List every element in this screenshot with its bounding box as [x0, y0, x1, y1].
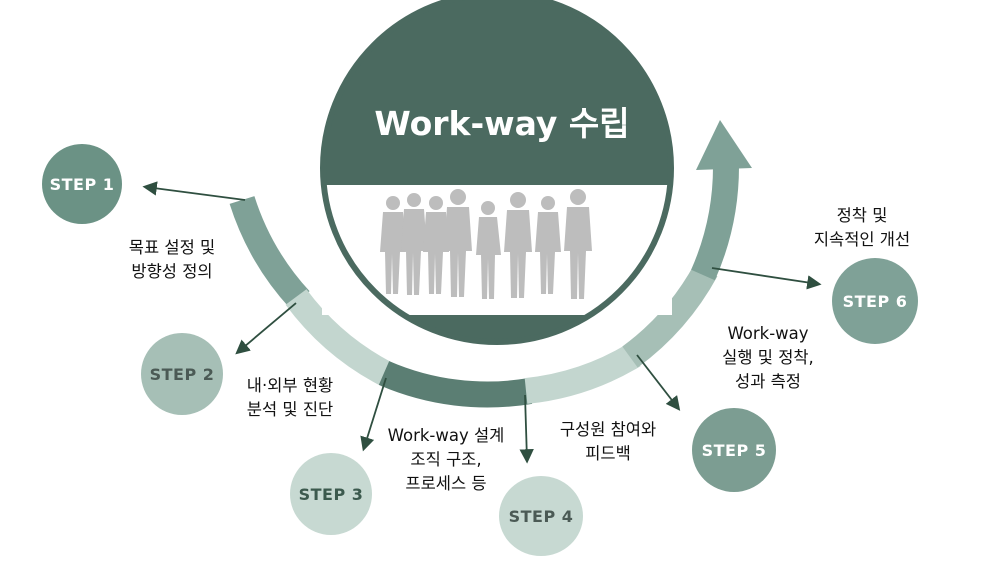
arrow-step-4: [519, 394, 534, 464]
step-4-label: STEP 4: [508, 506, 574, 526]
step-2-description: 내·외부 현황 분석 및 진단: [246, 376, 334, 419]
step-5-label: STEP 5: [701, 440, 767, 460]
step-1-label: STEP 1: [49, 174, 115, 194]
step-2-label: STEP 2: [149, 364, 215, 384]
step-3-circle: STEP 3: [290, 453, 372, 535]
step-4-description: 구성원 참여와 피드백: [559, 420, 657, 463]
arrow-step-1: [142, 181, 246, 201]
arrow-step-6: [711, 267, 822, 290]
ring-segment-1: [229, 195, 310, 309]
arrow-step-3: [360, 377, 387, 452]
ring-segment-5: [622, 263, 718, 368]
step-6-description: 정착 및 지속적인 개선: [813, 206, 911, 249]
step-5-circle: STEP 5: [692, 408, 776, 492]
ring-segment-6: [691, 164, 740, 281]
main-circle: [320, 0, 674, 345]
arrow-step-2: [235, 302, 297, 355]
step-5-description: Work-way 실행 및 정착, 성과 측정: [722, 324, 814, 391]
ring-segment-3: [378, 361, 533, 408]
ring-segment-4: [524, 343, 641, 404]
main-title: Work-way 수립: [374, 104, 630, 143]
step-6-circle: STEP 6: [832, 258, 918, 344]
connector-arrows: [142, 181, 822, 464]
progress-ring: [229, 120, 752, 408]
arrow-step-5: [636, 354, 681, 411]
step-1-circle: STEP 1: [42, 144, 122, 224]
step-3-label: STEP 3: [298, 484, 364, 504]
step-1-description: 목표 설정 및 방향성 정의: [128, 238, 216, 281]
step-6-label: STEP 6: [842, 291, 908, 311]
people-silhouette-icon: [380, 189, 592, 299]
step-2-circle: STEP 2: [141, 333, 223, 415]
step-4-circle: STEP 4: [499, 476, 583, 556]
step-3-description: Work-way 설계 조직 구조, 프로세스 등: [387, 426, 505, 493]
ring-arrow-head: [696, 120, 752, 170]
ring-segment-2: [285, 289, 395, 387]
